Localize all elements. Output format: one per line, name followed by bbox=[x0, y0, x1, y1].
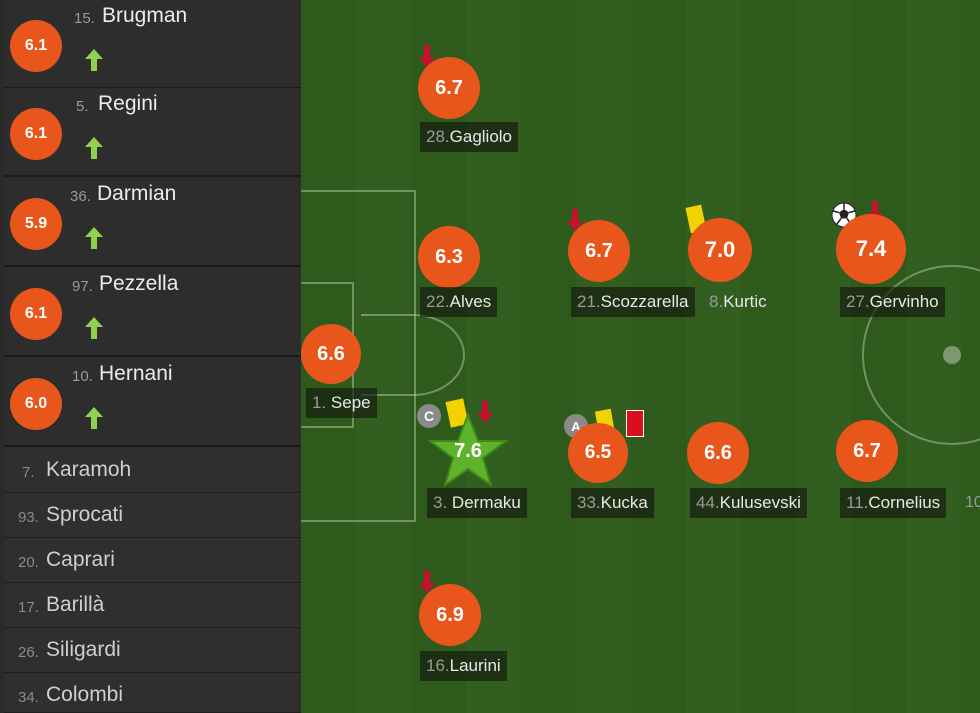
rating-badge: 6.1 bbox=[10, 108, 62, 160]
player-label[interactable]: 3. Dermaku bbox=[427, 488, 527, 518]
arrow-up-icon bbox=[85, 317, 103, 339]
rating-badge: 6.5 bbox=[568, 423, 628, 483]
substitute-row[interactable]: 6.1 15. Brugman bbox=[4, 0, 301, 89]
pitch: 6.7 28.Gagliolo 6.3 22.Alves 6.6 1. Sepe… bbox=[301, 0, 980, 713]
player-number: 33. bbox=[577, 493, 601, 512]
player-name: Alves bbox=[449, 292, 492, 311]
player-number: 10. bbox=[72, 368, 93, 385]
bench-row[interactable]: 34. Colombi bbox=[4, 673, 301, 713]
player-number: 22. bbox=[426, 292, 450, 311]
arrow-down-icon bbox=[477, 401, 493, 423]
player-name: Sepe bbox=[330, 393, 371, 412]
captain-badge: C bbox=[417, 404, 441, 428]
rating-badge: 6.9 bbox=[419, 584, 481, 646]
arrow-up-icon bbox=[85, 49, 103, 71]
rating-badge: 7.0 bbox=[688, 218, 752, 282]
player-name: Gagliolo bbox=[449, 127, 513, 146]
center-spot bbox=[943, 346, 961, 364]
player-number: 97. bbox=[72, 278, 93, 295]
player-name: Hernani bbox=[99, 362, 173, 385]
rating-badge: 6.1 bbox=[10, 20, 62, 72]
player-name: Darmian bbox=[97, 182, 177, 205]
player-number: 3. bbox=[433, 493, 448, 512]
player-name: Sprocati bbox=[46, 503, 124, 526]
player-number: 21. bbox=[577, 292, 601, 311]
red-card-icon bbox=[626, 410, 644, 437]
rating-badge: 6.7 bbox=[568, 220, 630, 282]
bench-row[interactable]: 26. Siligardi bbox=[4, 628, 301, 673]
player-name: Regini bbox=[98, 92, 158, 115]
rating-badge: 7.4 bbox=[836, 214, 906, 284]
player-name: Kurtic bbox=[723, 292, 767, 311]
penalty-arc bbox=[361, 314, 465, 396]
player-number: 26. bbox=[18, 644, 39, 661]
player-number: 16. bbox=[426, 656, 450, 675]
substitute-row[interactable]: 6.1 97. Pezzella bbox=[4, 268, 301, 357]
player-name: Barillà bbox=[46, 593, 105, 616]
arrow-down-icon bbox=[567, 209, 583, 231]
player-number: 8. bbox=[709, 292, 724, 311]
player-number: 44. bbox=[696, 493, 720, 512]
player-name: Laurini bbox=[449, 656, 501, 675]
rating-badge: 6.6 bbox=[687, 422, 749, 484]
player-name: Kucka bbox=[600, 493, 648, 512]
player-name: Siligardi bbox=[46, 638, 121, 661]
rating-badge: 6.1 bbox=[10, 288, 62, 340]
star-rating: 7.6 bbox=[454, 439, 482, 462]
player-name: Pezzella bbox=[99, 272, 179, 295]
player-label[interactable]: 33.Kucka bbox=[571, 488, 654, 518]
player-name: Scozzarella bbox=[600, 292, 689, 311]
player-number: 27. bbox=[846, 292, 870, 311]
arrow-up-icon bbox=[85, 407, 103, 429]
player-number: 36. bbox=[70, 188, 91, 205]
bench-row[interactable]: 93. Sprocati bbox=[4, 493, 301, 538]
player-label[interactable]: 1. Sepe bbox=[306, 388, 377, 418]
player-number: 28. bbox=[426, 127, 450, 146]
player-label[interactable]: 27.Gervinho bbox=[840, 287, 945, 317]
rating-badge: 6.6 bbox=[301, 324, 361, 384]
arrow-down-icon bbox=[419, 571, 435, 593]
player-name: Kulusevski bbox=[719, 493, 801, 512]
player-label[interactable]: 28.Gagliolo bbox=[420, 122, 519, 152]
rating-badge: 6.3 bbox=[418, 226, 480, 288]
player-name: Brugman bbox=[102, 4, 188, 27]
player-label[interactable]: 16.Laurini bbox=[420, 651, 507, 681]
player-name: Karamoh bbox=[46, 458, 132, 481]
rating-badge: 6.0 bbox=[10, 378, 62, 430]
bench-row[interactable]: 20. Caprari bbox=[4, 538, 301, 583]
player-label[interactable]: 11.Cornelius bbox=[840, 488, 947, 518]
player-number: 20. bbox=[18, 554, 39, 571]
arrow-up-icon bbox=[85, 227, 103, 249]
star-icon bbox=[427, 412, 509, 488]
offscreen-player-number: 10 bbox=[965, 494, 980, 511]
player-number: 1. bbox=[312, 393, 327, 412]
player-label[interactable]: 22.Alves bbox=[420, 287, 498, 317]
substitute-row[interactable]: 6.0 10. Hernani bbox=[4, 358, 301, 447]
player-number: 93. bbox=[18, 509, 39, 526]
player-name: Gervinho bbox=[869, 292, 939, 311]
player-label[interactable]: 21.Scozzarella bbox=[571, 287, 695, 317]
player-name: Colombi bbox=[46, 683, 124, 706]
player-label[interactable]: 8.Kurtic bbox=[703, 287, 773, 317]
bench-row[interactable]: 17. Barillà bbox=[4, 583, 301, 628]
player-number: 15. bbox=[74, 10, 95, 27]
rating-badge: 5.9 bbox=[10, 198, 62, 250]
arrow-up-icon bbox=[85, 137, 103, 159]
substitute-row[interactable]: 6.1 5. Regini bbox=[4, 88, 301, 177]
player-number: 17. bbox=[18, 599, 39, 616]
player-name: Caprari bbox=[46, 548, 115, 571]
player-name: Cornelius bbox=[868, 493, 941, 512]
substitutes-sidebar: 6.1 15. Brugman 6.1 5. Regini 5.9 36. Da… bbox=[0, 0, 301, 713]
bench-row[interactable]: 7. Karamoh bbox=[4, 448, 301, 493]
rating-badge: 6.7 bbox=[418, 57, 480, 119]
player-number: 11. bbox=[846, 493, 869, 512]
player-number: 34. bbox=[18, 689, 39, 706]
player-number: 5. bbox=[76, 98, 89, 115]
player-number: 7. bbox=[22, 464, 35, 481]
rating-badge: 6.7 bbox=[836, 420, 898, 482]
player-name: Dermaku bbox=[451, 493, 521, 512]
player-label[interactable]: 44.Kulusevski bbox=[690, 488, 807, 518]
substitute-row[interactable]: 5.9 36. Darmian bbox=[4, 178, 301, 267]
